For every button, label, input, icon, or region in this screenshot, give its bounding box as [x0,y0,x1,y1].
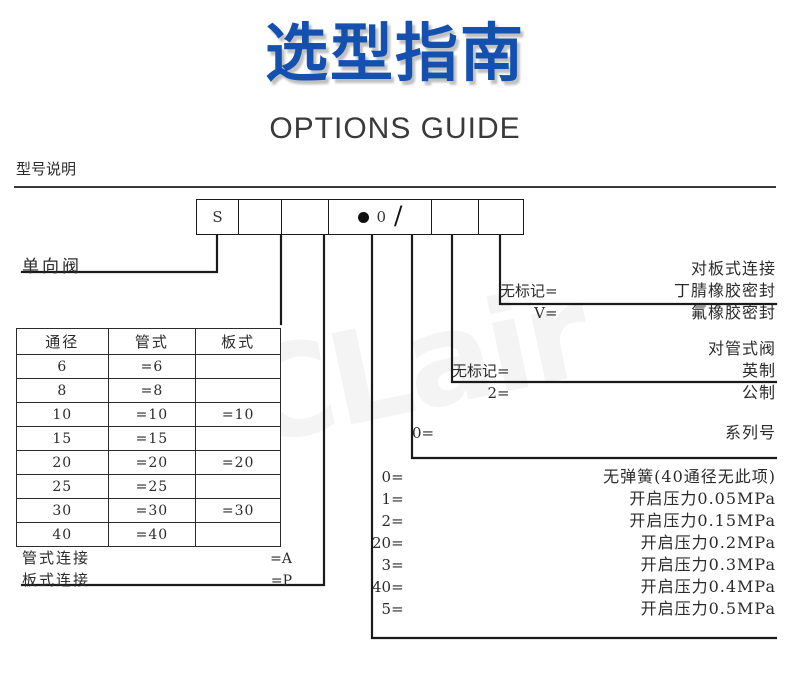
annotation-pressure-desc: 开启压力0.2MPa [640,533,776,552]
section-label-model-description: 型号说明 [16,160,77,178]
table-header-bore: 通径 [16,328,109,355]
annotation-pressure-code: 0= [381,468,404,486]
annotation-valve-desc: 英制 [741,361,776,380]
table-cell: =30 [195,498,281,523]
table-cell: 10 [16,402,109,427]
annotation-pressure-desc: 开启压力0.05MPa [629,489,776,508]
legend-value-plate: =P [270,573,292,589]
table-row: 25=25 [16,474,281,499]
table-cell: 40 [16,522,109,547]
annotation-valve-code: 2= [487,384,510,402]
annotation-seal-desc: 对板式连接 [690,259,776,278]
annotation-series-codes: 0= [412,422,434,444]
model-code-cell-cracking-pressure[interactable]: 0 / [329,200,432,234]
annotation-valve-desc: 公制 [741,383,776,402]
table-row: 6=6 [16,354,281,379]
table-cell [195,474,281,499]
table-cell: =15 [107,426,197,451]
annotation-pressure-desc: 开启压力0.15MPa [629,511,776,530]
page-title-cn: 选型指南 [265,17,525,90]
annotation-pressure-code: 20= [372,534,404,552]
table-cell: =8 [107,378,197,403]
annotation-series-descs: 系列号 [725,422,776,444]
table-cell: =6 [107,354,197,379]
table-cell: 15 [16,426,109,451]
slash-icon: / [394,201,403,230]
table-cell: 6 [16,354,109,379]
annotation-pressure-desc: 开启压力0.3MPa [640,555,776,574]
model-code-cell-series[interactable] [432,200,479,234]
table-cell: =10 [107,402,197,427]
annotation-valve-desc: 对管式阀 [707,339,776,358]
table-cell [195,522,281,547]
model-code-cell-prefix[interactable]: S [197,200,239,234]
annotation-pressure-codes: 0= 1= 2= 20= 3= 40= 5= [372,466,404,620]
annotation-valve-codes: ·无标记=2= [452,338,510,404]
model-code-cell-seal[interactable] [479,200,523,234]
annotation-seal-code: V= [534,304,558,322]
table-row: 40=40 [16,522,281,547]
annotation-seal-descs: 对板式连接丁腈橡胶密封氟橡胶密封 [674,258,776,324]
annotation-cracking-pressure: 0= 1= 2= 20= 3= 40= 5= 无弹簧(40通径无此项) 开启压力0.05MPa… [372,466,776,620]
table-cell: 8 [16,378,109,403]
legend-row-plate: 板式连接 =P [22,570,292,592]
table-cell [195,426,281,451]
legend-label-plate: 板式连接 [22,571,91,589]
annotation-pressure-desc: 无弹簧(40通径无此项) [603,467,776,486]
annotation-pressure-desc: 开启压力0.4MPa [640,577,776,596]
table-row: 8=8 [16,378,281,403]
table-row: 30=30=30 [16,498,281,523]
annotation-pressure-code: 3= [381,556,404,574]
annotation-seal-codes: ·无标记=V= [500,258,558,324]
annotation-series-number: 0= 系列号 [412,422,776,444]
table-cell [195,354,281,379]
table-cell: =40 [107,522,197,547]
table-cell: =25 [107,474,197,499]
annotation-series-desc: 系列号 [724,423,776,442]
table-cell: =30 [107,498,197,523]
annotation-seal-code: 无标记= [500,282,558,300]
annotation-pressure-code: 40= [372,578,404,596]
table-header-tube: 管式 [107,328,197,355]
table-row: 15=15 [16,426,281,451]
table-header-plate: 板式 [195,328,281,355]
table-cell: 25 [16,474,109,499]
annotation-valve-code: 无标记= [452,362,510,380]
model-code-boxes: S 0 / [196,199,524,235]
model-code-value-cracking-pressure: 0 [376,208,387,226]
label-check-valve: 单向阀 [22,257,82,277]
table-row: 10=10=10 [16,402,281,427]
annotation-seal-desc: 丁腈橡胶密封 [673,281,776,300]
annotation-pressure-descs: 无弹簧(40通径无此项) 开启压力0.05MPa 开启压力0.15MPa 开启压力0.… [603,466,776,620]
bullet-dot-icon [357,211,369,223]
legend-label-tube: 管式连接 [22,549,91,567]
legend-row-tube: 管式连接 =A [22,548,292,570]
annotation-pressure-code: 5= [381,600,404,618]
model-code-value-prefix: S [212,208,223,226]
table-cell: =20 [195,450,281,475]
model-code-cell-body-type[interactable] [282,200,329,234]
connection-legend: 管式连接 =A 板式连接 =P [22,548,292,592]
table-row: 20=20=20 [16,450,281,475]
legend-value-tube: =A [270,551,292,567]
model-code-cell-bore[interactable] [239,200,282,234]
table-header-row: 通径 管式 板式 [16,328,281,355]
annotation-pressure-desc: 开启压力0.5MPa [640,599,776,618]
page-title-en: OPTIONS GUIDE [269,112,521,145]
table-cell: 20 [16,450,109,475]
table-cell [195,378,281,403]
annotation-pressure-code: 2= [381,512,404,530]
annotation-series-code: 0= [412,424,435,442]
table-cell: 30 [16,498,109,523]
annotation-pressure-code: 1= [381,490,404,508]
annotation-seal-desc: 氟橡胶密封 [690,303,776,322]
annotation-valve-descs: 对管式阀英制公制 [708,338,776,404]
section-divider [14,186,776,188]
table-cell: =20 [107,450,197,475]
table-cell: =10 [195,402,281,427]
